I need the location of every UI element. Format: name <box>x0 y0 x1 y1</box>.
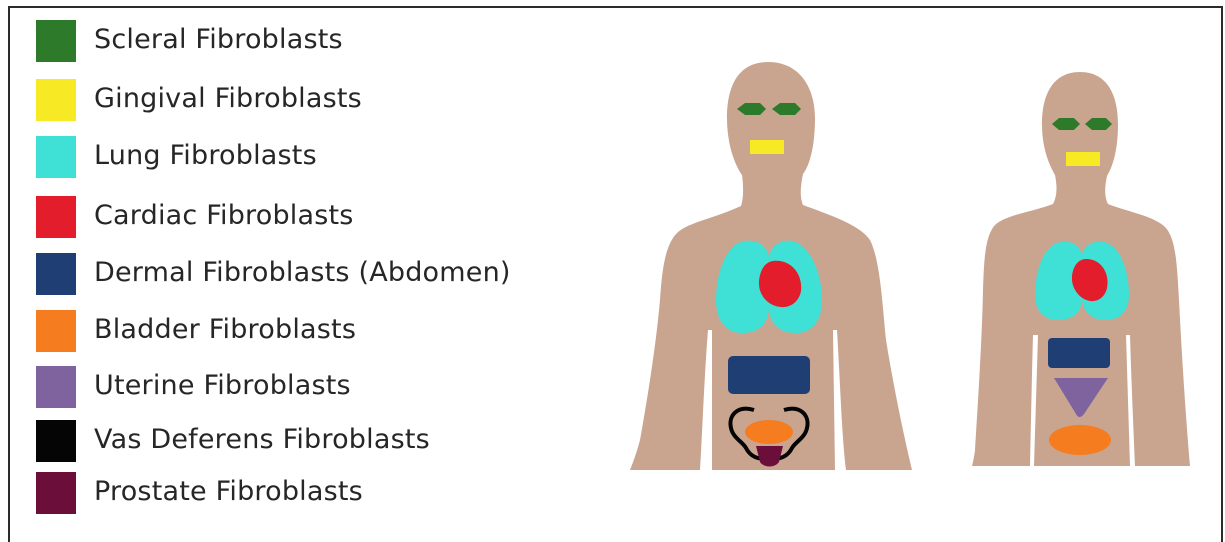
legend-label-scleral: Scleral Fibroblasts <box>94 24 343 55</box>
legend-swatch-prostate <box>36 472 76 514</box>
legend-item-bladder: Bladder Fibroblasts <box>36 310 556 354</box>
legend-item-vas-deferens: Vas Deferens Fibroblasts <box>36 420 556 464</box>
legend-label-gingival: Gingival Fibroblasts <box>94 83 362 114</box>
body-figures <box>620 55 1200 480</box>
male-gingival <box>750 140 784 154</box>
legend-swatch-lung <box>36 136 76 178</box>
legend-swatch-gingival <box>36 79 76 121</box>
legend-item-cardiac: Cardiac Fibroblasts <box>36 196 556 240</box>
female-figure <box>972 72 1190 466</box>
legend-item-prostate: Prostate Fibroblasts <box>36 472 556 516</box>
legend-swatch-uterine <box>36 366 76 408</box>
legend-item-dermal: Dermal Fibroblasts (Abdomen) <box>36 253 556 297</box>
legend-item-uterine: Uterine Fibroblasts <box>36 366 556 410</box>
male-bladder <box>745 420 793 444</box>
male-dermal-abdomen <box>728 356 810 394</box>
legend-swatch-bladder <box>36 310 76 352</box>
legend-item-scleral: Scleral Fibroblasts <box>36 20 556 64</box>
legend-label-dermal: Dermal Fibroblasts (Abdomen) <box>94 257 511 288</box>
female-bladder <box>1049 425 1111 455</box>
legend-swatch-vas-deferens <box>36 420 76 462</box>
male-figure <box>630 62 912 470</box>
legend-label-uterine: Uterine Fibroblasts <box>94 370 351 401</box>
female-dermal-abdomen <box>1048 338 1110 368</box>
legend-item-lung: Lung Fibroblasts <box>36 136 556 180</box>
legend-swatch-dermal <box>36 253 76 295</box>
legend-label-cardiac: Cardiac Fibroblasts <box>94 200 354 231</box>
legend-swatch-scleral <box>36 20 76 62</box>
legend-label-prostate: Prostate Fibroblasts <box>94 476 363 507</box>
legend-label-vas-deferens: Vas Deferens Fibroblasts <box>94 424 430 455</box>
legend-swatch-cardiac <box>36 196 76 238</box>
legend-label-lung: Lung Fibroblasts <box>94 140 317 171</box>
legend-label-bladder: Bladder Fibroblasts <box>94 314 356 345</box>
female-gingival <box>1066 152 1100 166</box>
legend-item-gingival: Gingival Fibroblasts <box>36 79 556 123</box>
